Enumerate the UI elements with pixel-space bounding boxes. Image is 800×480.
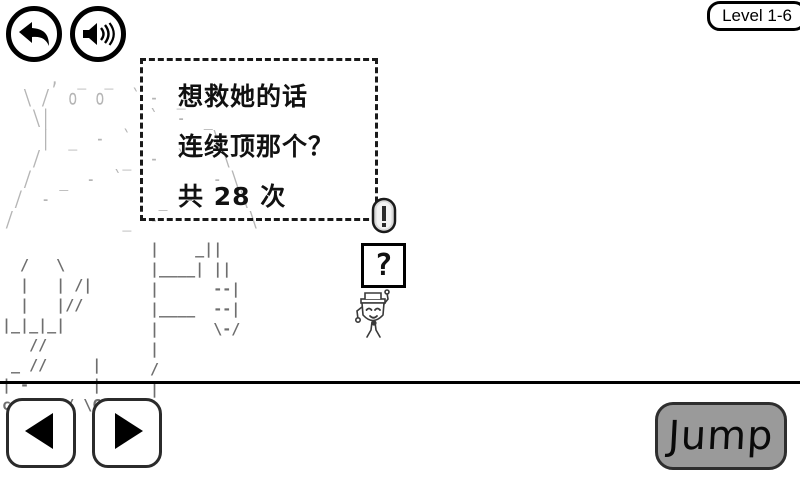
- player-character-icon: [352, 288, 398, 340]
- level-badge: Level 1-6: [707, 1, 800, 31]
- speech-bubble: [140, 58, 378, 221]
- left-arrow-icon: [18, 408, 64, 459]
- dialogue-line-3: 共 28 次: [178, 182, 287, 211]
- jump-button-label: Jump: [667, 413, 775, 459]
- speech-bubble-text: 想救她的话 连续顶那个？ 共 28 次: [178, 72, 378, 222]
- jump-button[interactable]: Jump: [655, 402, 787, 470]
- capsule-coin-icon: [371, 197, 397, 234]
- right-arrow-icon: [104, 408, 150, 459]
- back-button[interactable]: [6, 6, 62, 62]
- sound-button[interactable]: [70, 6, 126, 62]
- dialogue-line-2: 连续顶那个？: [178, 132, 335, 161]
- speaker-icon: [81, 20, 115, 48]
- ascii-art-figure-middle: | _|| |____| || | --| |____ --| | \-/ | …: [150, 240, 241, 398]
- back-arrow-icon: [17, 20, 51, 48]
- question-mark-glyph: ?: [374, 247, 393, 283]
- ground-line: [0, 381, 800, 384]
- move-right-button[interactable]: [92, 398, 162, 468]
- question-block[interactable]: ?: [361, 243, 406, 288]
- move-left-button[interactable]: [6, 398, 76, 468]
- ascii-art-figure-lower: / \ | | /| | |// |_|_|_| // _ // | | - |…: [2, 256, 156, 414]
- dialogue-line-1: 想救她的话: [178, 82, 309, 111]
